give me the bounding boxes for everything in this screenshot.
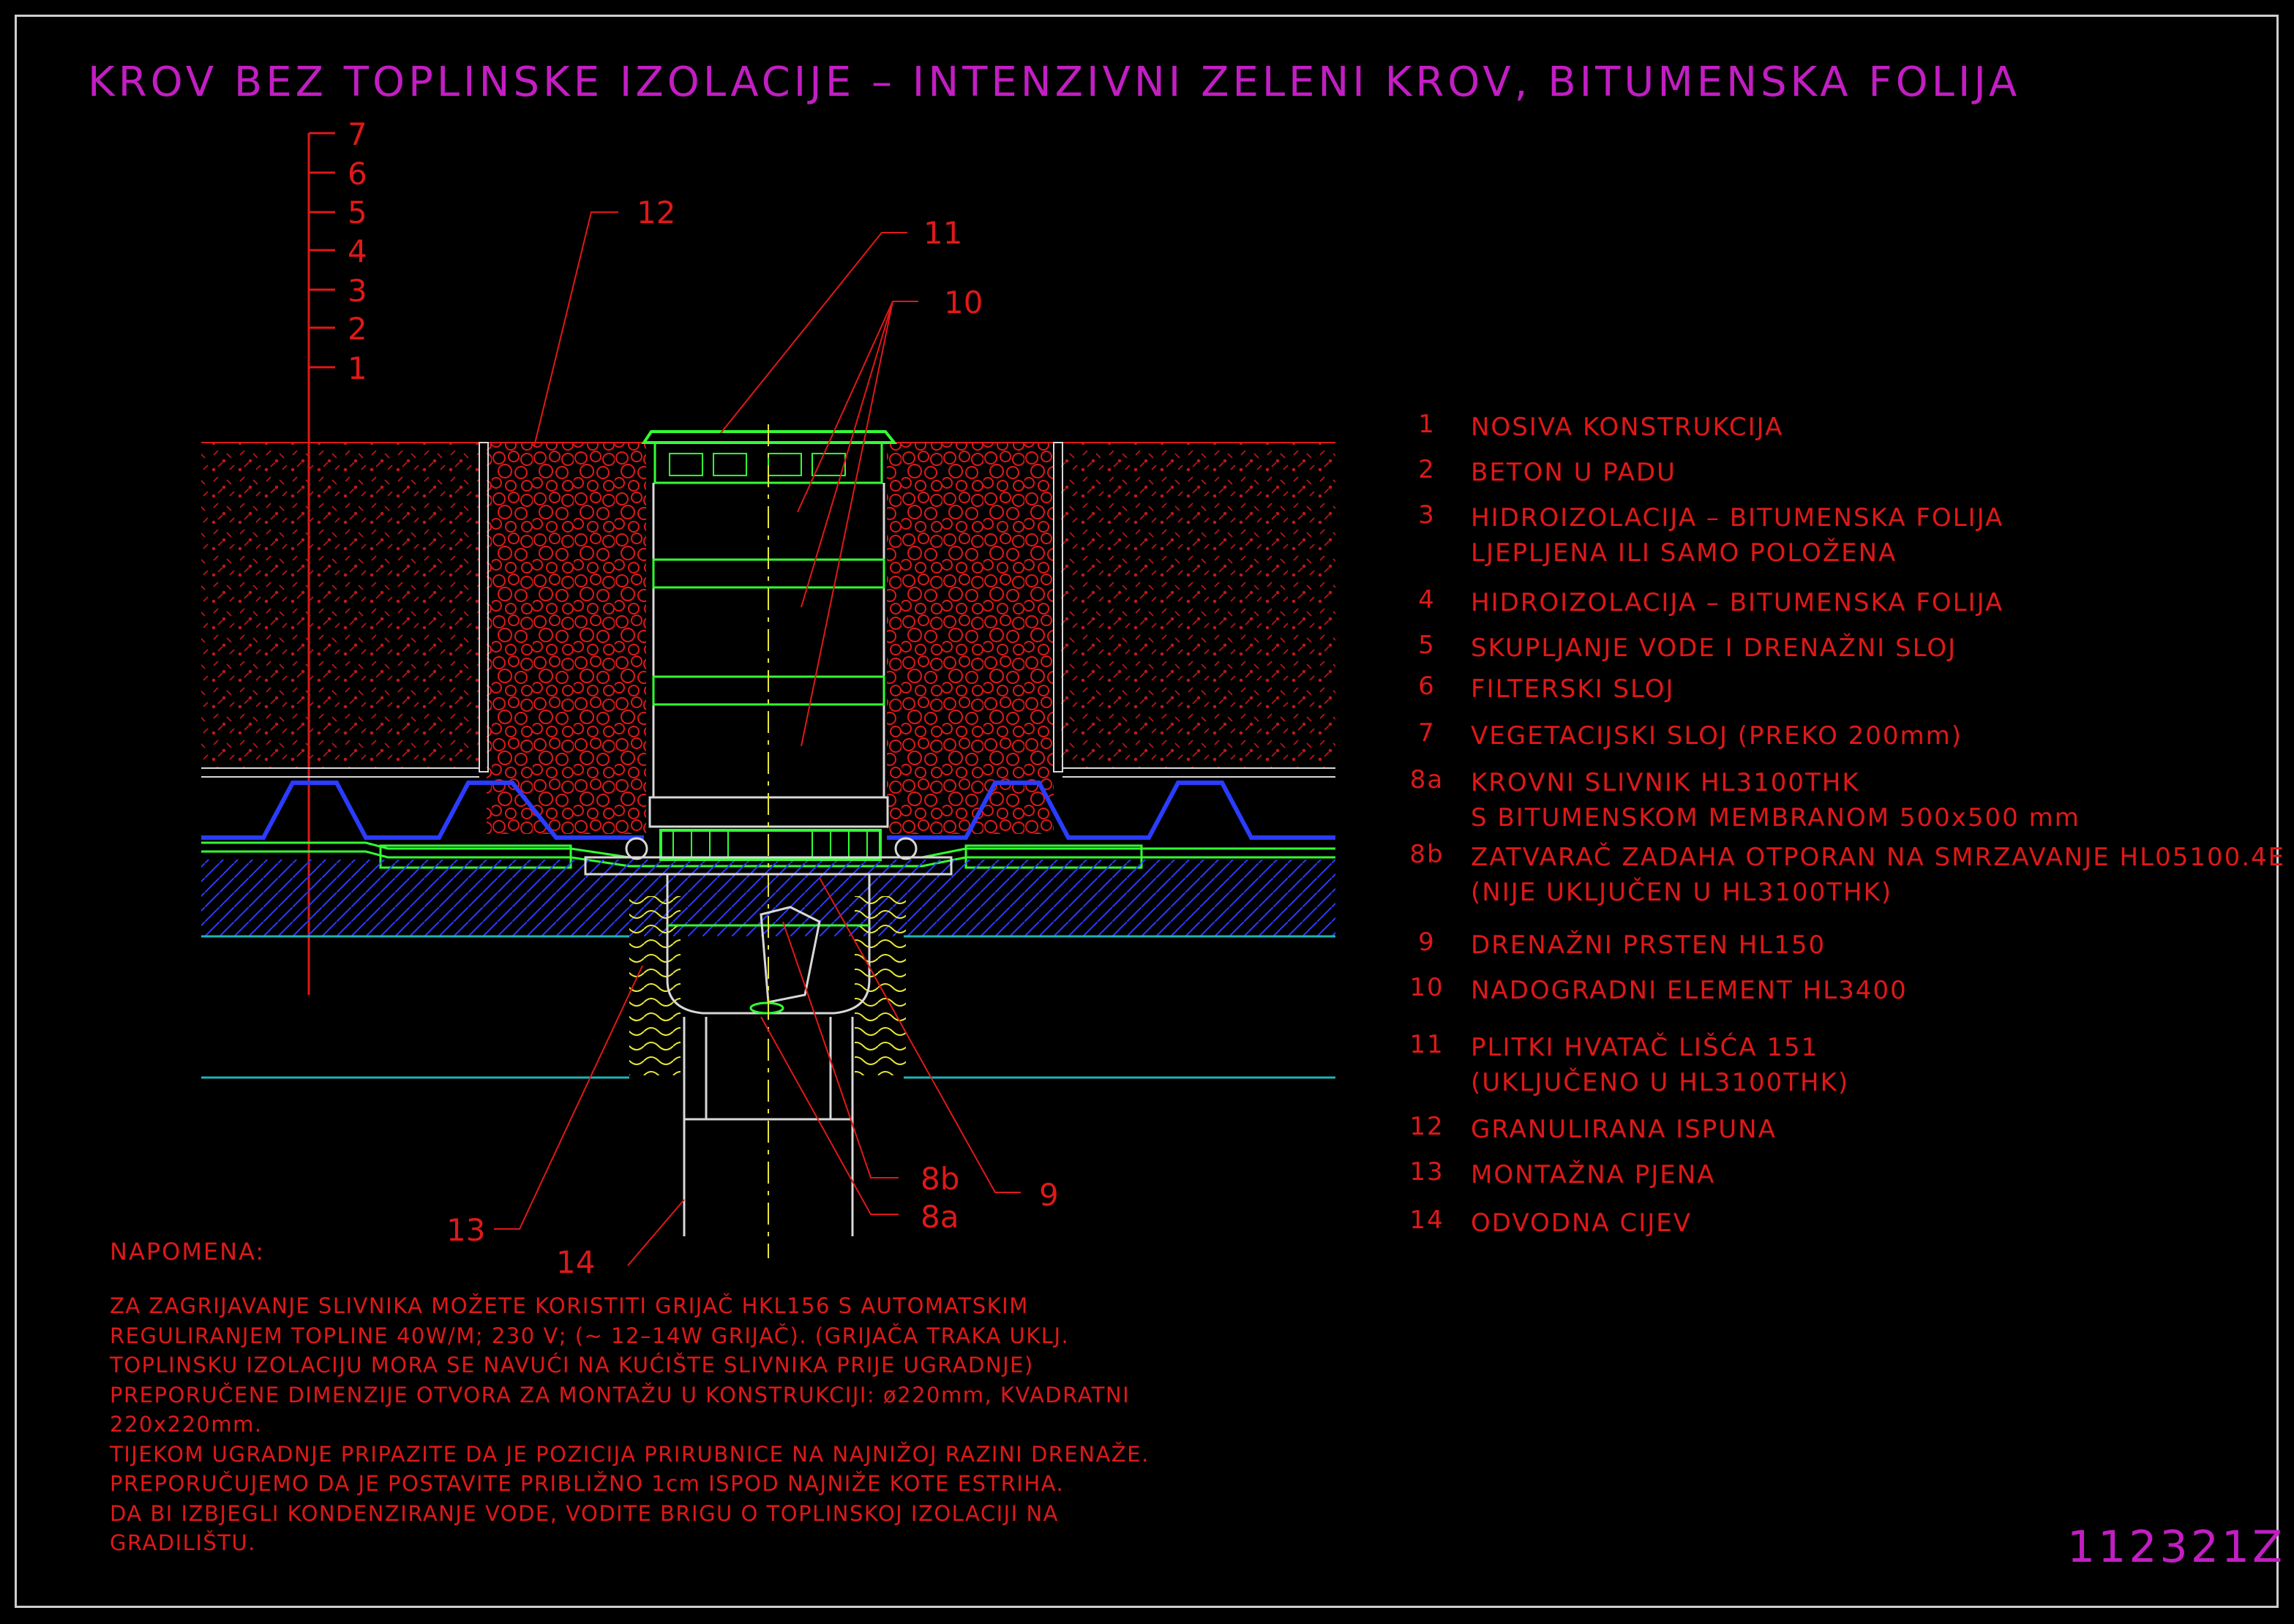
vegetation-layer <box>201 442 1335 768</box>
note-line: TIJEKOM UGRADNJE PRIPAZITE DA JE POZICIJ… <box>110 1441 1150 1467</box>
callout-11: 11 <box>923 215 962 251</box>
drainage-layer <box>201 781 1335 840</box>
note-body: ZA ZAGRIJAVANJE SLIVNIKA MOŽETE KORISTIT… <box>110 1291 1150 1558</box>
callout-8a: 8a <box>921 1199 959 1235</box>
leader-lines <box>494 211 1021 1266</box>
note-line: GRADILIŠTU. <box>110 1530 256 1555</box>
callout-13: 13 <box>446 1212 485 1248</box>
note-line: DA BI IZBJEGLI KONDENZIRANJE VODE, VODIT… <box>110 1500 1059 1526</box>
granular-fill <box>479 442 1063 834</box>
callout-8b: 8b <box>921 1161 959 1197</box>
note-line: TOPLINSKU IZOLACIJU MORA SE NAVUĆI NA KU… <box>110 1353 1034 1377</box>
scale-label-2: 2 <box>348 311 367 347</box>
note-line: PREPORUČENE DIMENZIJE OTVORA ZA MONTAŽU … <box>110 1382 1131 1407</box>
note-line: 220x220mm. <box>110 1412 263 1437</box>
scale-label-3: 3 <box>348 273 367 309</box>
scale-label-6: 6 <box>348 156 367 192</box>
callout-14: 14 <box>556 1244 595 1280</box>
callout-10: 10 <box>944 285 983 320</box>
note-line: REGULIRANJEM TOPLINE 40W/M; 230 V; (~ 12… <box>110 1323 1070 1348</box>
note-line: ZA ZAGRIJAVANJE SLIVNIKA MOŽETE KORISTIT… <box>110 1293 1029 1318</box>
callout-9: 9 <box>1039 1177 1059 1213</box>
filter-layer <box>201 767 1335 778</box>
drawing-title: KROV BEZ TOPLINSKE IZOLACIJE – INTENZIVN… <box>88 59 2021 106</box>
drawing-number: 112321Z <box>2067 1522 2286 1573</box>
note-heading: NAPOMENA: <box>110 1238 266 1266</box>
scale-label-4: 4 <box>348 233 367 269</box>
scale-label-1: 1 <box>348 350 367 386</box>
callout-12: 12 <box>637 195 675 230</box>
scale-label-7: 7 <box>348 116 367 152</box>
scale-label-5: 5 <box>348 195 367 230</box>
drawing-frame <box>15 15 2279 1608</box>
note-line: PREPORUČUJEMO DA JE POSTAVITE PRIBLIŽNO … <box>110 1471 1065 1496</box>
